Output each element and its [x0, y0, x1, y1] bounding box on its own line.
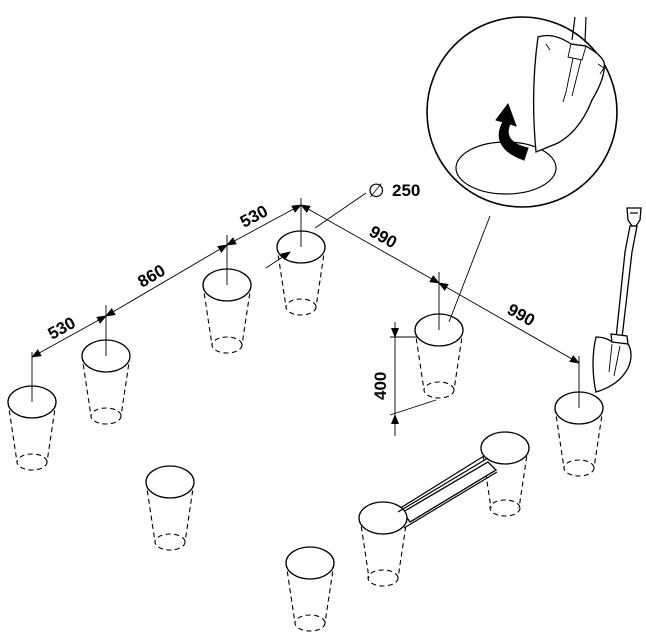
dim-line-530-top [226, 204, 302, 246]
detail-callout [426, 16, 618, 323]
detail-circle [426, 16, 618, 208]
shovel-icon [592, 207, 642, 393]
dim-label-400: 400 [371, 372, 390, 400]
dim-label-530-top: 530 [237, 201, 271, 231]
hole-7 [145, 465, 195, 551]
spade-icon [532, 16, 605, 153]
diameter-leader [265, 251, 291, 269]
curved-arrow-icon [495, 102, 529, 161]
dim-label-860: 860 [135, 261, 169, 292]
dim-line-860 [105, 244, 228, 317]
diameter-label: 250 [392, 181, 420, 200]
dim-line-990-upper [300, 204, 440, 284]
dim-label-990-upper: 990 [366, 222, 400, 252]
diameter-symbol: ∅ [368, 181, 385, 202]
dimension-lines [31, 192, 580, 436]
trench [358, 431, 530, 587]
dim-label-530-left: 530 [45, 313, 79, 343]
hole-8 [285, 546, 335, 632]
dim-line-990-lower [438, 282, 580, 364]
dim-label-990-lower: 990 [504, 300, 538, 330]
dim-line-530-left [31, 315, 107, 358]
